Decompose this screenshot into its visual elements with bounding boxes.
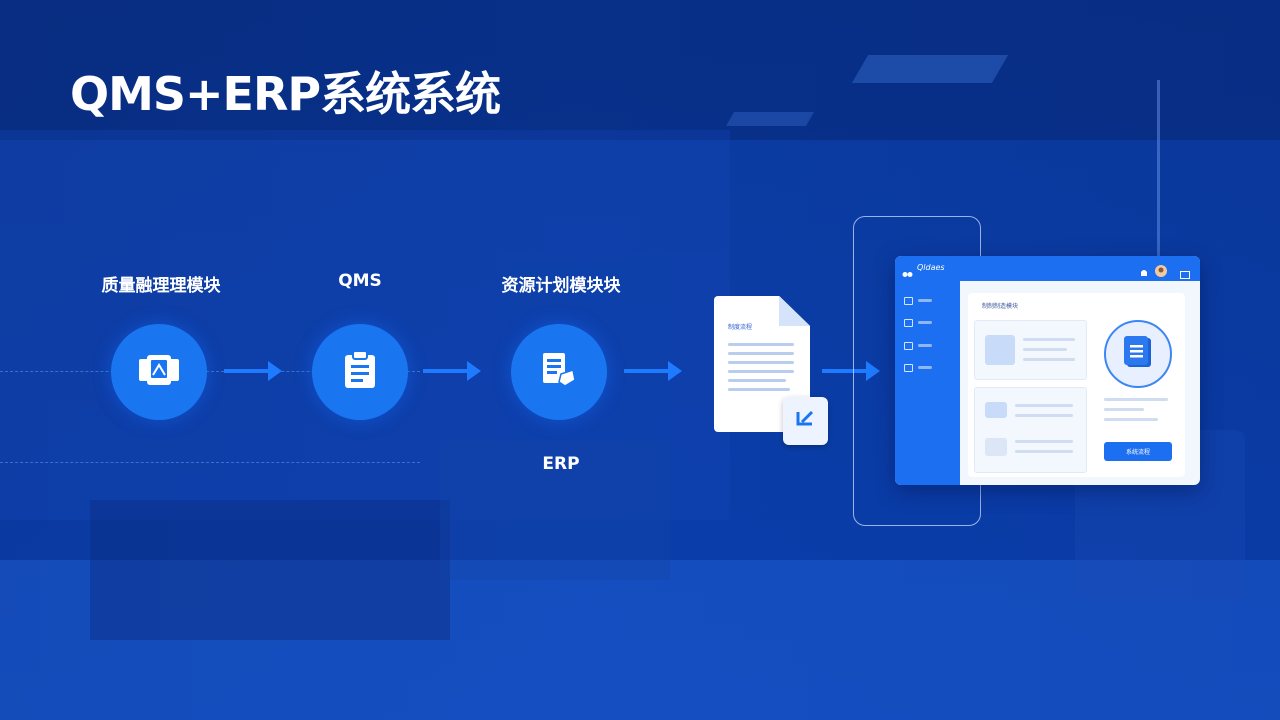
folder-icon — [985, 402, 1007, 418]
signature-icon — [794, 408, 818, 434]
app-main-title: 制制制造模块 — [982, 303, 1019, 310]
sidebar-item-icon — [904, 341, 913, 350]
document-title: 制度流程 — [728, 324, 753, 331]
document-line — [728, 388, 790, 391]
sidebar-item[interactable] — [904, 296, 932, 305]
text-placeholder — [1023, 348, 1067, 351]
document-ring — [1104, 320, 1172, 388]
text-placeholder — [1104, 398, 1168, 401]
sidebar-item[interactable] — [904, 318, 932, 327]
content-card[interactable] — [974, 320, 1087, 380]
text-placeholder — [1104, 418, 1158, 421]
tablet-docs-icon — [137, 353, 181, 391]
app-main-panel: 制制制造模块 — [968, 293, 1185, 477]
sidebar-item-icon — [904, 296, 913, 305]
text-placeholder — [1104, 408, 1144, 411]
arrow-4-icon — [822, 361, 880, 381]
step-3-sublabel: ERP — [542, 454, 580, 474]
document-line — [728, 352, 794, 355]
app-sidebar — [895, 281, 960, 485]
app-logo-icon — [902, 264, 913, 283]
app-action-button[interactable]: 系统流程 — [1104, 442, 1172, 461]
step-1-circle[interactable] — [111, 324, 207, 420]
text-placeholder — [1015, 414, 1073, 417]
document-hand-icon — [539, 350, 579, 394]
page-title: QMS+ERP系统系统 — [70, 67, 501, 121]
cabinet-silhouette — [440, 440, 670, 580]
step-2-circle[interactable] — [312, 324, 408, 420]
guide-dashline-bottom — [0, 462, 420, 463]
step-2-label: QMS — [338, 271, 382, 291]
text-placeholder — [1023, 358, 1075, 361]
app-header — [895, 256, 1200, 281]
signature-badge[interactable] — [783, 397, 828, 445]
text-placeholder — [1015, 404, 1073, 407]
sidebar-item-label — [918, 366, 932, 369]
ceiling-light-panel — [851, 55, 1009, 83]
clipboard-icon — [342, 350, 378, 394]
text-placeholder — [1023, 338, 1075, 341]
arrow-3-icon — [624, 361, 682, 381]
image-icon — [985, 335, 1015, 365]
sidebar-item-label — [918, 321, 932, 324]
image-icon — [985, 438, 1007, 456]
document-line — [728, 370, 794, 373]
step-3-circle[interactable] — [511, 324, 607, 420]
app-window: Qldaes 制制制造模块 — [895, 256, 1200, 485]
pole-silhouette — [1157, 80, 1160, 260]
arrow-1-icon — [224, 361, 282, 381]
desk-silhouette — [90, 500, 450, 640]
sidebar-item-label — [918, 299, 932, 302]
ceiling-light-panel-small — [725, 112, 815, 126]
floor-silhouette — [0, 560, 1280, 720]
ceiling-silhouette — [0, 0, 1280, 140]
sidebar-item[interactable] — [904, 341, 932, 350]
sidebar-item[interactable] — [904, 363, 932, 372]
notification-icon[interactable] — [1140, 263, 1148, 282]
step-3-label: 资源计划模块块 — [501, 276, 621, 296]
guide-dashline-top — [0, 371, 420, 372]
avatar[interactable] — [1155, 262, 1167, 281]
text-placeholder — [1015, 450, 1073, 453]
window-icon[interactable] — [1180, 264, 1190, 283]
notebook-icon — [1122, 335, 1154, 373]
text-placeholder — [1015, 440, 1073, 443]
sidebar-item-label — [918, 344, 932, 347]
app-brand: Qldaes — [917, 263, 945, 272]
arrow-2-icon — [423, 361, 481, 381]
sidebar-item-icon — [904, 318, 913, 327]
document-line — [728, 361, 794, 364]
document-line — [728, 379, 786, 382]
step-1-label: 质量融理理模块 — [101, 276, 221, 296]
sidebar-item-icon — [904, 363, 913, 372]
document-line — [728, 343, 794, 346]
content-card[interactable] — [974, 387, 1087, 473]
